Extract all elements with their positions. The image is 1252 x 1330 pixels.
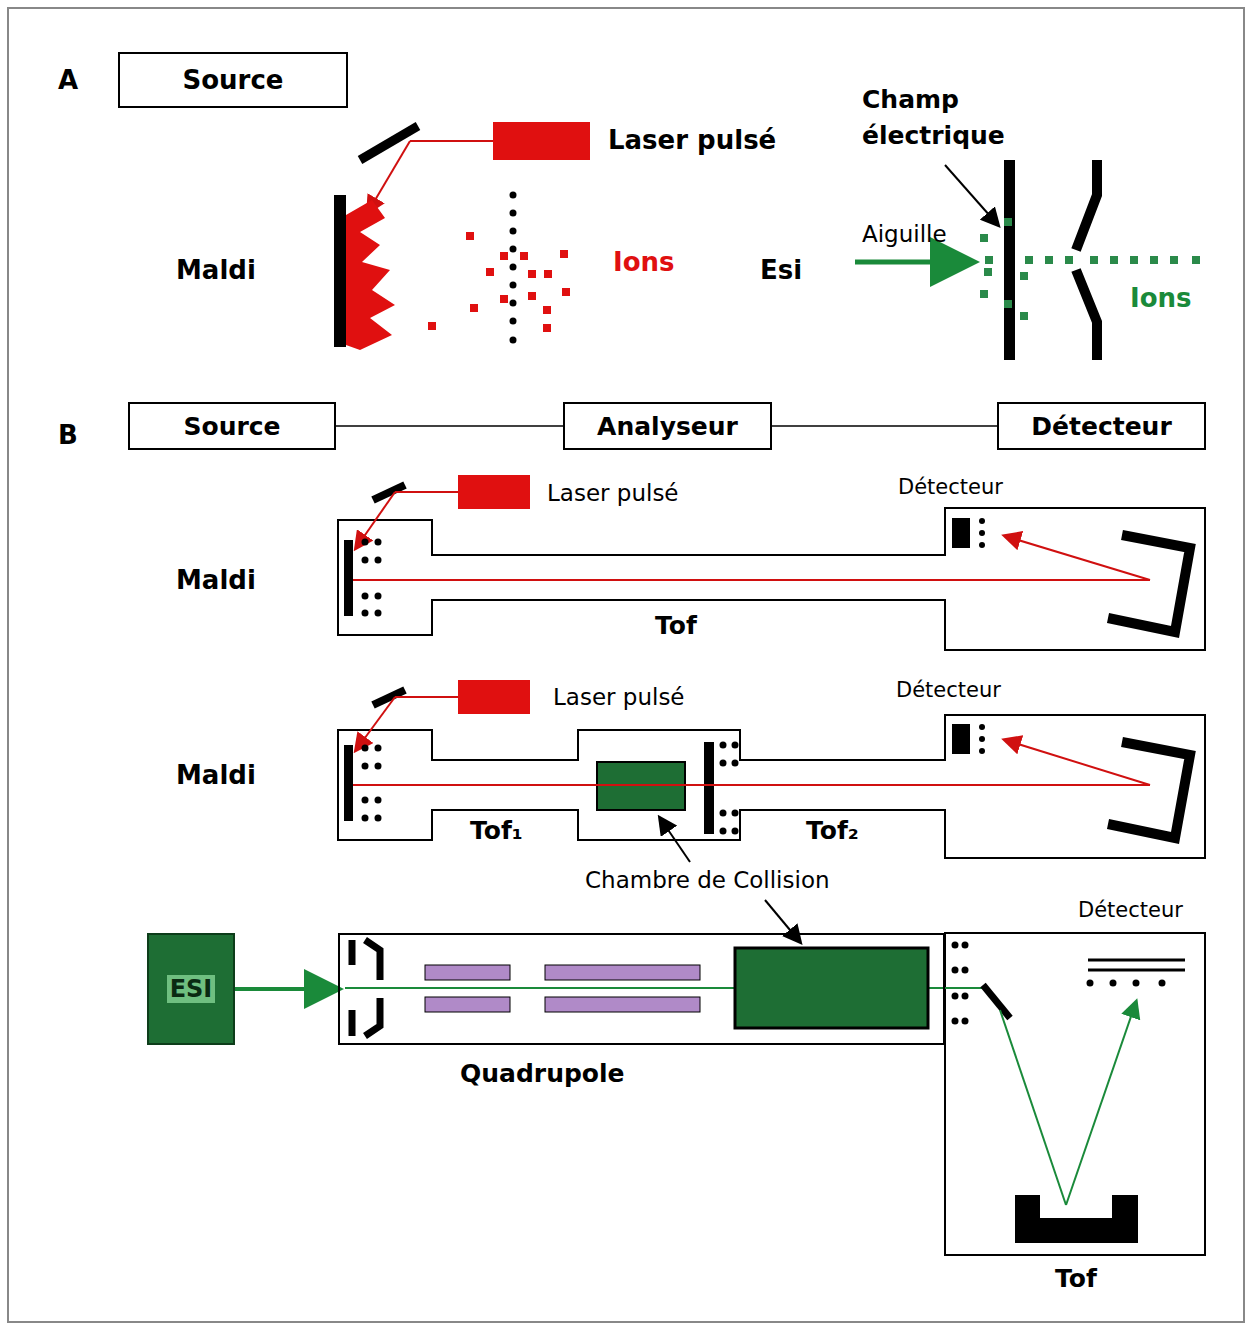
label: Aiguille [862, 221, 947, 247]
label: Détecteur [896, 678, 1001, 702]
connector [772, 425, 997, 427]
label: Maldi [176, 565, 256, 595]
maldi-tof [338, 475, 1205, 650]
node-text: Quadrupole [460, 1059, 625, 1088]
label: Détecteur [1078, 898, 1183, 922]
label: A [58, 65, 78, 95]
quadrupole-housing: Quadrupole [338, 933, 945, 1045]
maldi-source-a [334, 122, 590, 350]
label: Esi [760, 255, 802, 285]
label: Ions [1130, 283, 1192, 313]
source-box: Source [128, 402, 336, 450]
label: Chambre de Collision [585, 867, 830, 893]
node-text: Détecteur [1031, 412, 1171, 441]
label: Champ électrique [862, 82, 1042, 155]
analyser-box: Analyseur [563, 402, 772, 450]
esi-source-box: ESI [147, 933, 235, 1045]
label: Maldi [176, 760, 256, 790]
label: Laser pulsé [547, 480, 679, 506]
node-text: ESI [167, 975, 216, 1003]
node-text: Analyseur [597, 412, 738, 441]
label: Ions [613, 247, 675, 277]
label: Laser pulsé [608, 125, 776, 155]
label: Tof₂ [806, 816, 859, 845]
esi-q-tof [345, 933, 1205, 1255]
label: Détecteur [898, 475, 1003, 499]
esi-source-a [855, 160, 1200, 360]
detector-box: Détecteur [997, 402, 1206, 450]
source-box: Source [118, 52, 348, 108]
connector [336, 425, 563, 427]
node-text: Source [183, 65, 284, 95]
node-text: Source [183, 412, 280, 441]
label: B [58, 420, 78, 450]
label: Maldi [176, 255, 256, 285]
label: Laser pulsé [553, 684, 685, 710]
maldi-tof-tof [338, 680, 1205, 942]
label: Tof [655, 611, 697, 640]
label: Tof [1055, 1264, 1097, 1293]
frame [8, 8, 1244, 1322]
label: Tof₁ [470, 816, 523, 845]
connector [235, 987, 336, 991]
